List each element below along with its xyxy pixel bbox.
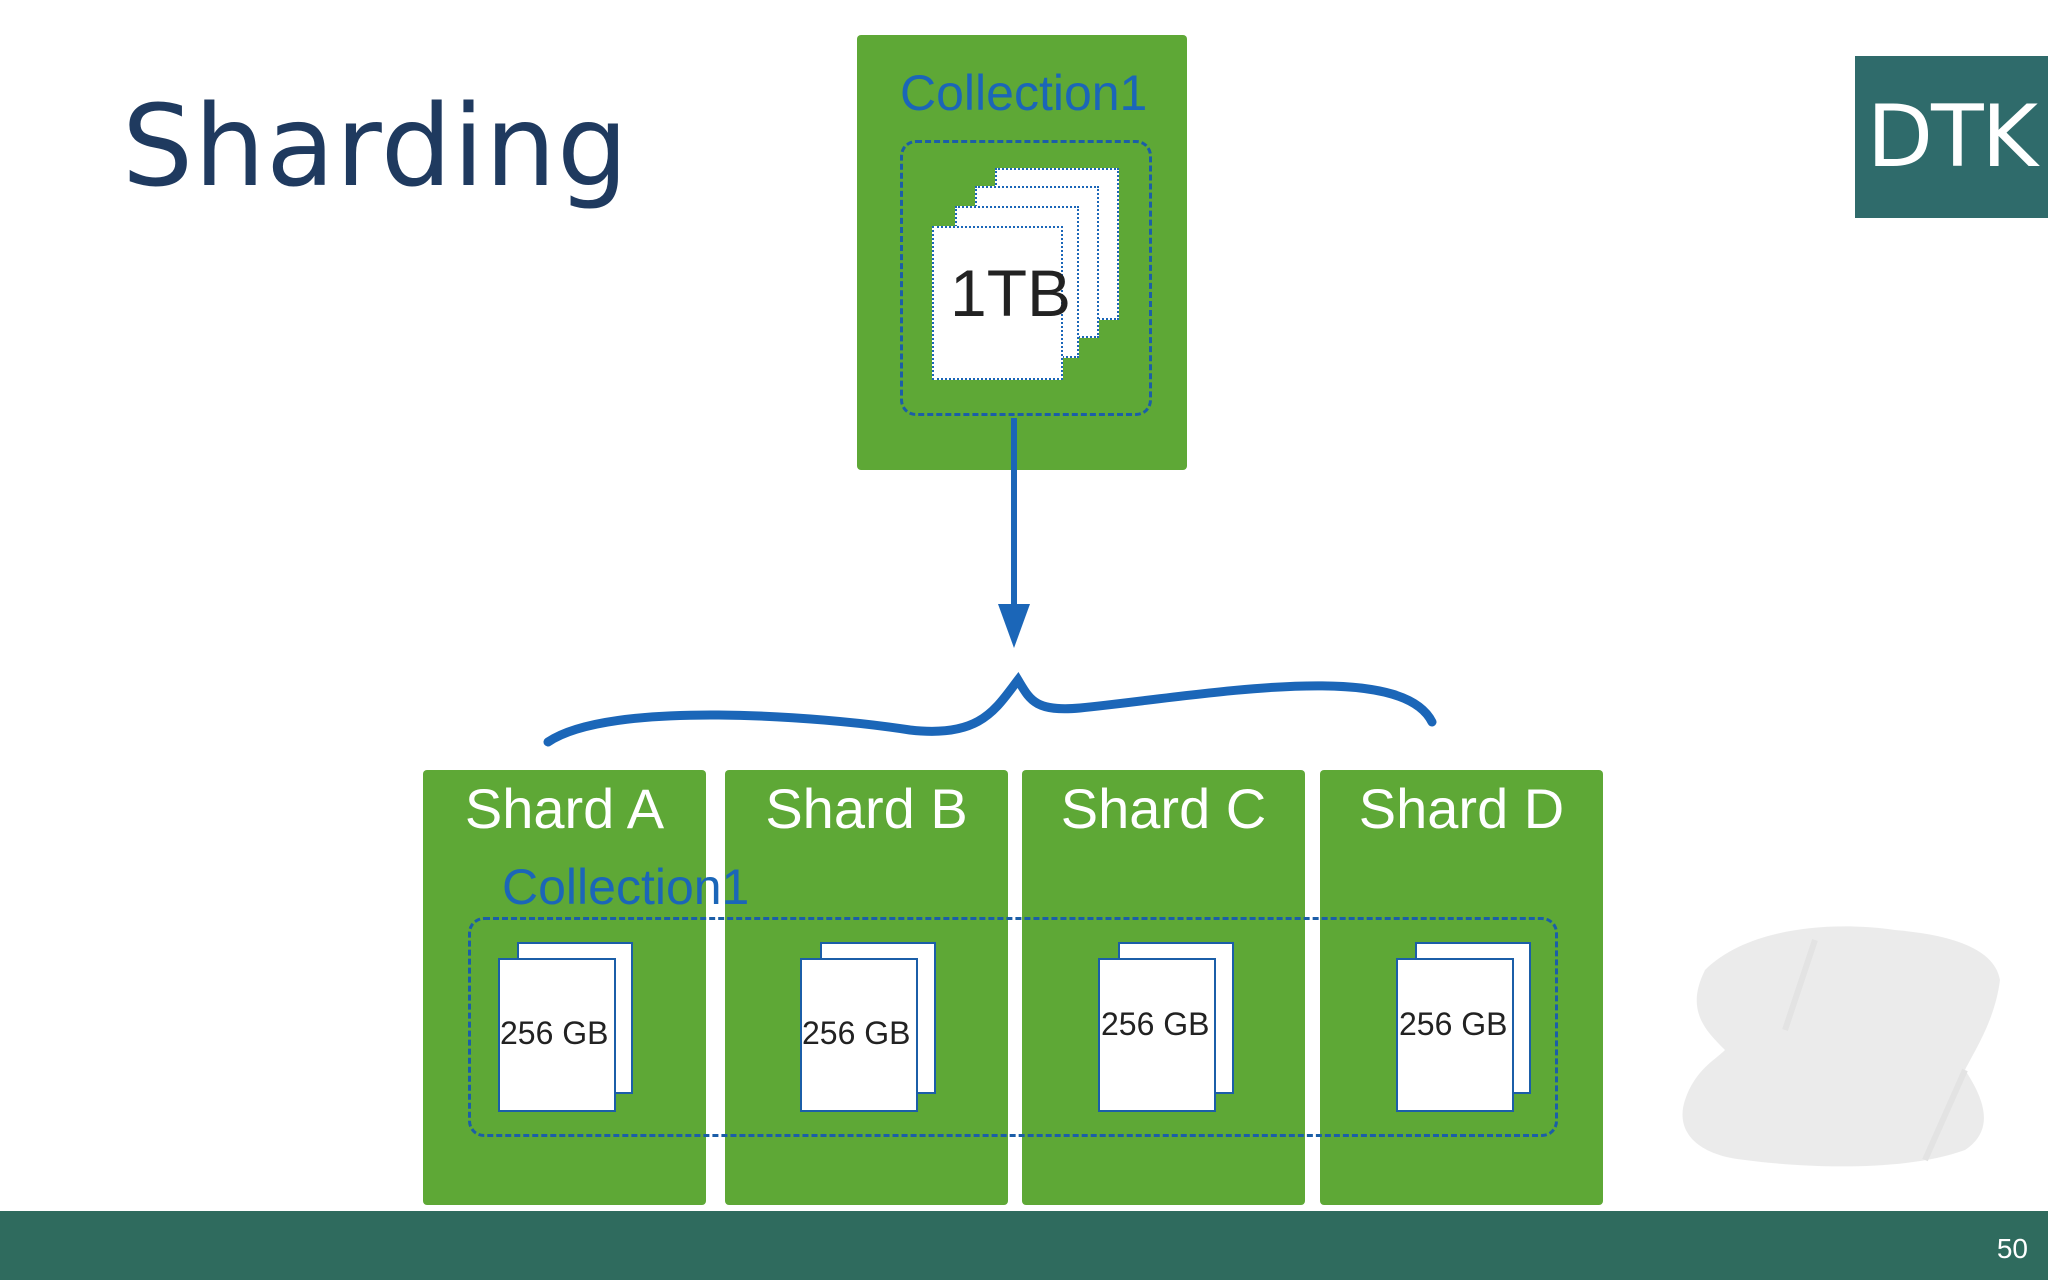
curly-brace (543, 672, 1437, 747)
shard-d-label: Shard D (1358, 777, 1565, 840)
shard-b-label: Shard B (765, 777, 968, 840)
source-collection-dashed-frame (900, 140, 1152, 416)
sharded-collection-label: Collection1 (502, 859, 750, 915)
source-collection-label: Collection1 (900, 65, 1148, 121)
document-page-icon (1396, 958, 1514, 1112)
shard-a-label: Shard A (464, 777, 665, 840)
hands-watermark-icon (1682, 926, 2000, 1167)
arrow-head (998, 604, 1030, 648)
dtk-logo: DTK (1855, 56, 2048, 218)
shard-a-size-label: 256 GB (500, 1015, 609, 1051)
shard-c-size-label: 256 GB (1101, 1006, 1210, 1042)
shard-d-size-label: 256 GB (1399, 1006, 1508, 1042)
source-size-label: 1TB (950, 256, 1072, 330)
sharded-collection-dashed-frame (468, 917, 1558, 1137)
document-page-icon (932, 226, 1063, 380)
shard-c-label: Shard C (1060, 777, 1267, 840)
document-page-icon (800, 958, 918, 1112)
footer-bar: 50 (0, 1211, 2048, 1280)
slide-title: Sharding (122, 82, 630, 212)
shard-b-size-label: 256 GB (802, 1015, 911, 1051)
document-page-icon (1098, 958, 1216, 1112)
page-number: 50 (1996, 1233, 2028, 1264)
document-page-icon (498, 958, 616, 1112)
